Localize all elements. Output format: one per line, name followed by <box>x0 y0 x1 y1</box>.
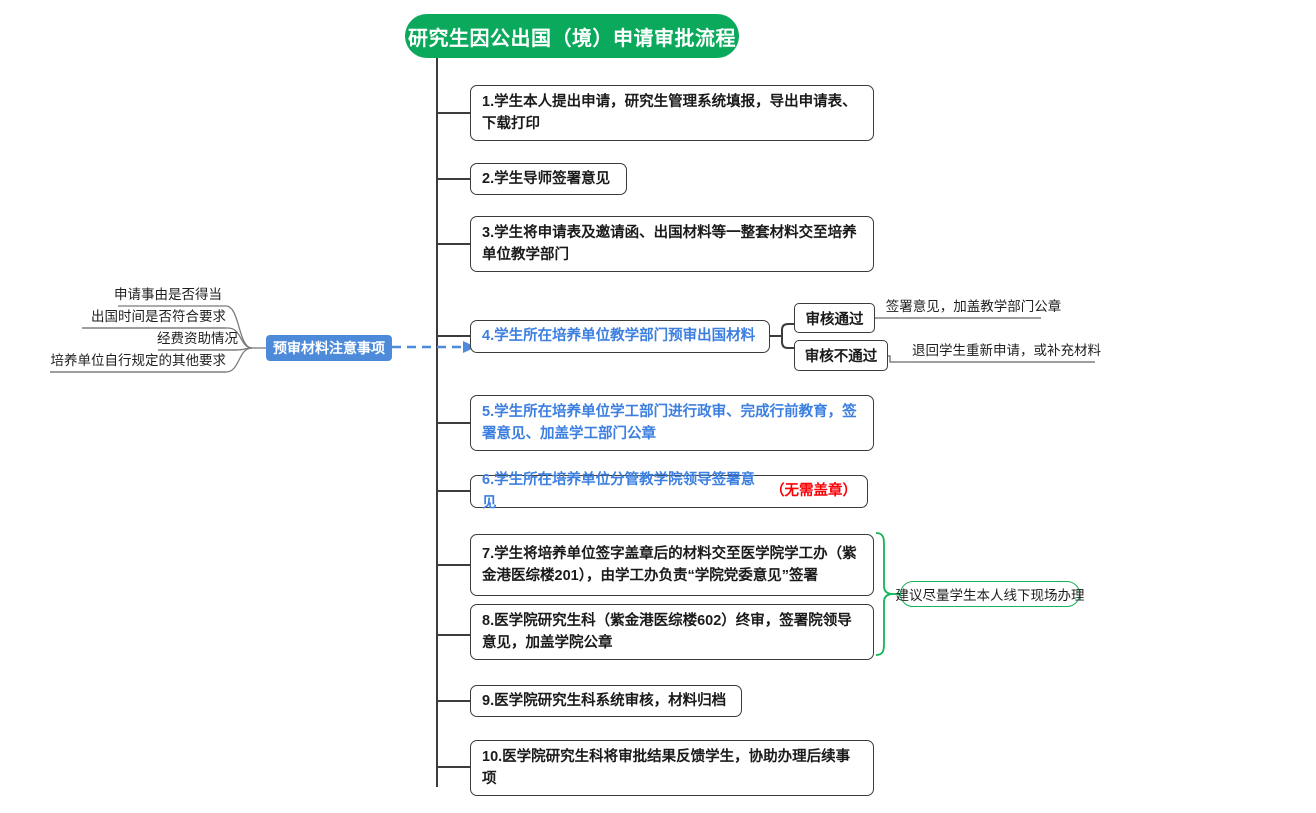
step-node-10[interactable]: 10.医学院研究生科将审批结果反馈学生，协助办理后续事项 <box>470 740 874 796</box>
review-outcome-rejected-node[interactable]: 审核不通过 <box>794 340 888 371</box>
root-title-node: 研究生因公出国（境）申请审批流程 <box>405 14 739 58</box>
prereview-item-3: 经费资助情况 <box>157 330 238 346</box>
prereview-notes-node[interactable]: 预审材料注意事项 <box>266 335 392 361</box>
review-outcome-rejected-result: 退回学生重新申请，或补充材料 <box>912 342 1101 358</box>
step-node-9[interactable]: 9.医学院研究生科系统审核，材料归档 <box>470 685 742 717</box>
step-node-6[interactable]: 6.学生所在培养单位分管教学院领导签署意见 （无需盖章） <box>470 472 868 511</box>
step-node-6-nostamp-note: （无需盖章） <box>770 483 858 500</box>
prereview-item-1: 申请事由是否得当 <box>114 286 222 302</box>
review-outcome-approved-result: 签署意见，加盖教学部门公章 <box>885 298 1062 314</box>
offline-handling-note: 建议尽量学生本人线下现场办理 <box>896 581 1085 607</box>
step-node-2[interactable]: 2.学生导师签署意见 <box>470 163 627 195</box>
prereview-item-2: 出国时间是否符合要求 <box>91 308 226 324</box>
step-node-7[interactable]: 7.学生将培养单位签字盖章后的材料交至医学院学工办（紫金港医综楼201），由学工… <box>470 534 874 596</box>
step-node-3[interactable]: 3.学生将申请表及邀请函、出国材料等一整套材料交至培养单位教学部门 <box>470 216 874 272</box>
prereview-item-4: 培养单位自行规定的其他要求 <box>50 352 227 368</box>
step-node-6-label: 6.学生所在培养单位分管教学院领导签署意见 <box>482 472 756 511</box>
review-outcome-approved-node[interactable]: 审核通过 <box>794 303 875 333</box>
step-node-4[interactable]: 4.学生所在培养单位教学部门预审出国材料 <box>470 320 770 353</box>
step-node-1[interactable]: 1.学生本人提出申请，研究生管理系统填报，导出申请表、下载打印 <box>470 85 874 141</box>
step-node-5[interactable]: 5.学生所在培养单位学工部门进行政审、完成行前教育，签署意见、加盖学工部门公章 <box>470 395 874 451</box>
step-node-8[interactable]: 8.医学院研究生科（紫金港医综楼602）终审，签署院领导意见，加盖学院公章 <box>470 604 874 660</box>
